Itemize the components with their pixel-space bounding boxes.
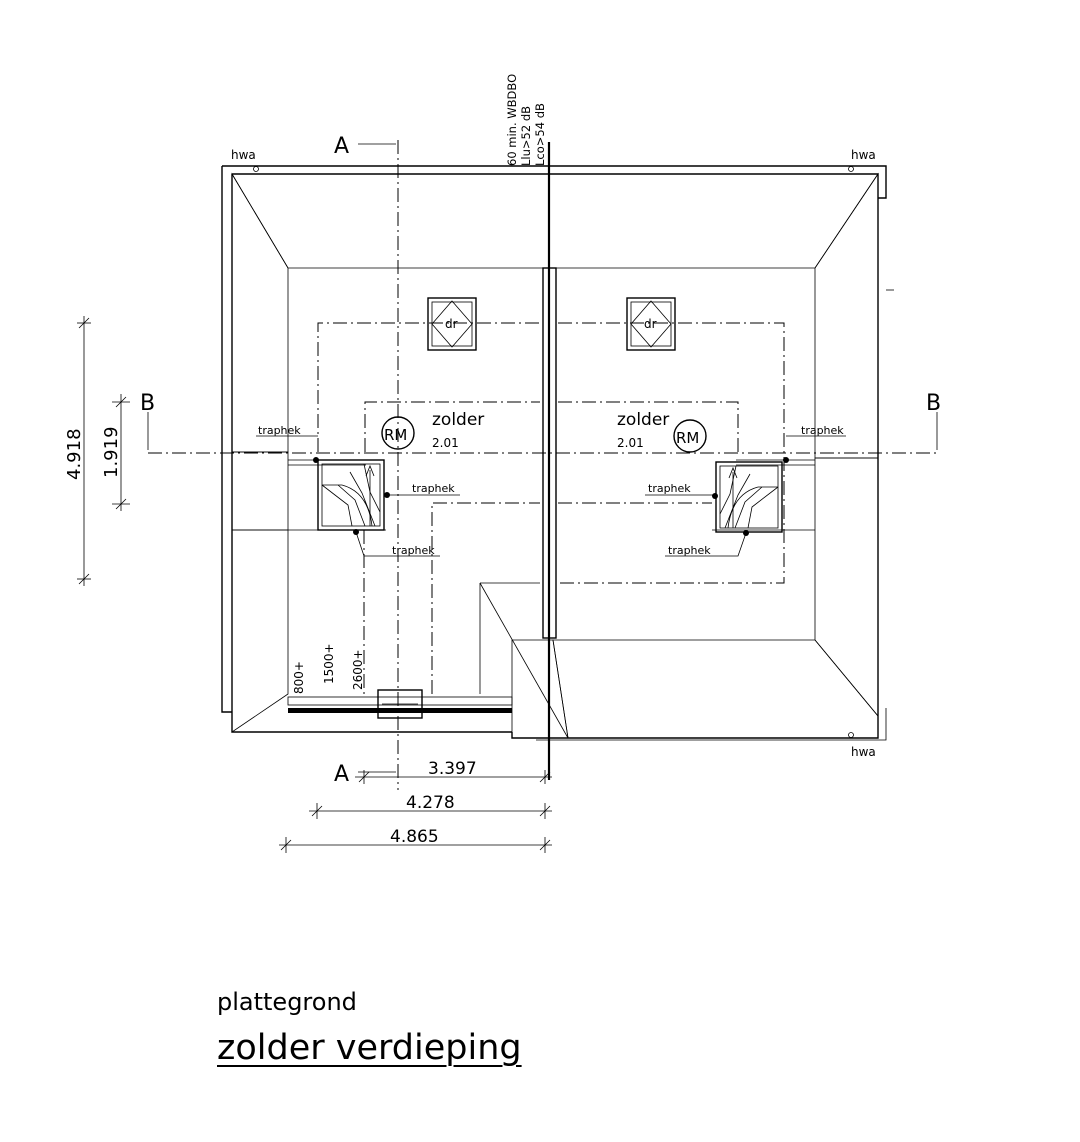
railing-label-right-mid: traphek [648,482,691,495]
hatch-label-right: dr [644,317,657,331]
roof-hatch-right [626,297,676,351]
drain-points [253,166,854,738]
section-marker-b-left: B [140,391,155,416]
section-marker-a-bottom: A [334,762,349,787]
smoke-detector-left [381,416,415,450]
detector-label-right: RM [676,429,699,447]
dimension-horizontal-1: 3.397 [428,759,477,779]
hatch-label-left: dr [445,317,458,331]
railing-label-left-bottom: traphek [392,544,435,557]
smoke-detector-right [673,419,707,453]
roof-window [377,689,423,719]
room-number-left: 2.01 [432,436,459,450]
drain-label-top-right: hwa [851,148,876,162]
railing-label-left-top: traphek [258,424,301,437]
staircase-left [288,457,390,535]
horizontal-dimensions [279,770,552,853]
facade-wall [287,689,513,719]
detector-label-left: RM [384,426,407,444]
drawing-subtitle: plattegrond [217,988,357,1016]
dimension-vertical-partial: 1.919 [101,426,122,478]
railing-label-right-bottom: traphek [668,544,711,557]
staircase-right [712,457,815,536]
drawing-title: zolder verdieping [217,1028,522,1068]
wall-note-airborne: Llu>52 dB [519,106,533,166]
railing-label-right-top: traphek [801,424,844,437]
wall-note-contact: Lco>54 dB [533,103,547,166]
dimension-horizontal-3: 4.865 [390,827,439,847]
section-marker-a-top: A [334,134,349,159]
height-mark-1500: 1500+ [322,643,336,684]
room-number-right: 2.01 [617,436,644,450]
drain-label-bottom-right: hwa [851,745,876,759]
height-mark-2600: 2600+ [351,649,365,690]
reference-lines [148,140,940,790]
section-marker-b-right: B [926,391,941,416]
dimension-horizontal-2: 4.278 [406,793,455,813]
wall-note-fire: 60 min. WBDBO [505,74,519,166]
drain-label-top-left: hwa [231,148,256,162]
room-name-left: zolder [432,410,484,430]
height-mark-800: 800+ [292,661,306,694]
party-wall [542,142,557,780]
railing-leaders [256,435,846,557]
railing-label-left-mid: traphek [412,482,455,495]
roof-hatch-left [427,297,477,351]
room-name-right: zolder [617,410,669,430]
dimension-vertical-total: 4.918 [64,428,85,480]
vertical-dimensions [77,316,130,586]
